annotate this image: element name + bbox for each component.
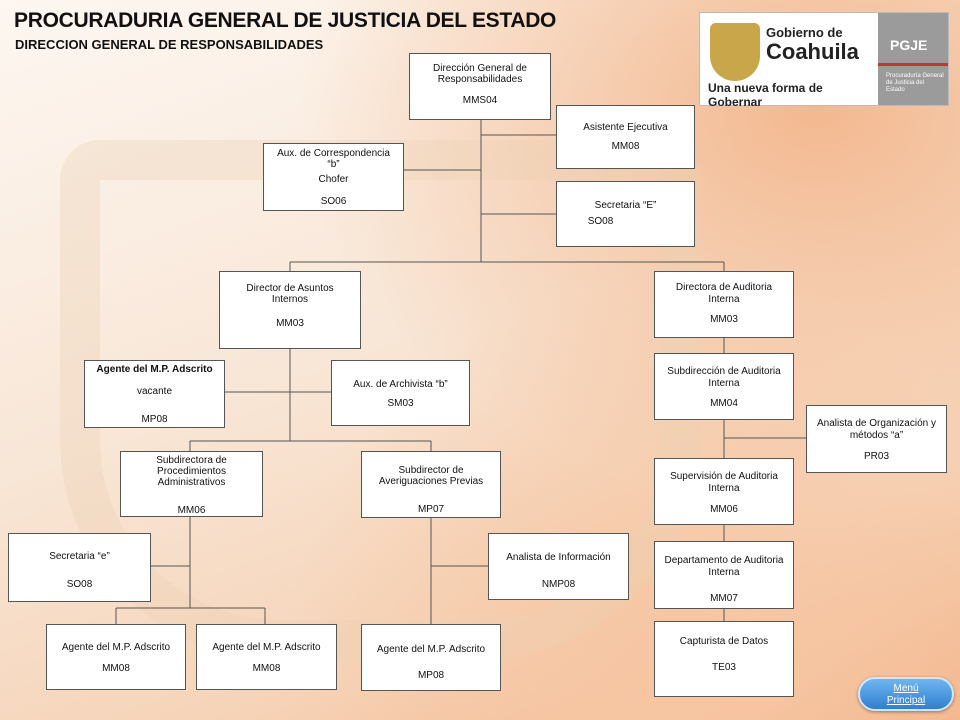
box-code: MM06	[710, 504, 738, 515]
box-label: Asistente Ejecutiva	[583, 122, 668, 133]
box-code: MMS04	[462, 95, 498, 106]
box-label: Supervisión de Auditoria	[670, 471, 778, 482]
box-label: Agente del M.P. Adscrito	[96, 364, 213, 375]
logo-slogan: Una nueva forma de Gobernar	[708, 81, 823, 109]
menu-principal-button[interactable]: Menú Principal	[858, 677, 954, 711]
box-agente-mp-vacante: Agente del M.P. Adscrito vacante MP08	[84, 360, 225, 428]
box-code: MP08	[417, 670, 445, 681]
menu-button-label: Principal	[886, 695, 926, 706]
pgje-logo: PGJE Procuraduría General de Justicia de…	[878, 13, 948, 105]
box-label: Administrativos	[157, 477, 226, 488]
box-label: Secretaria “E”	[594, 200, 657, 211]
box-label: Interna	[708, 294, 740, 305]
box-label: “b”	[327, 159, 340, 170]
box-label: Analista de Información	[506, 552, 611, 563]
box-code: MM07	[710, 593, 738, 604]
box-supervision-auditoria: Supervisión de Auditoria Interna MM06	[654, 458, 794, 525]
box-analista-organizacion: Analista de Organización y métodos “a” P…	[806, 405, 947, 473]
page-title: PROCURADURIA GENERAL DE JUSTICIA DEL EST…	[14, 9, 557, 32]
box-label: vacante	[136, 386, 173, 397]
box-code: MM08	[102, 663, 130, 674]
box-label: Subdirector de	[398, 465, 464, 476]
box-label: Secretaria “e”	[49, 551, 110, 562]
box-subdirectora-procedimientos: Subdirectora de Procedimientos Administr…	[120, 451, 263, 517]
pgje-label: PGJE	[890, 37, 928, 53]
box-code: SO06	[320, 196, 347, 207]
box-label: Interna	[708, 567, 740, 578]
box-label: Procedimientos	[157, 466, 226, 477]
menu-button-label: Menú	[893, 683, 919, 694]
box-label: Capturista de Datos	[679, 636, 769, 647]
box-asistente-ejecutiva: Asistente Ejecutiva MM08	[556, 105, 695, 169]
box-label: Interna	[708, 378, 740, 389]
box-subdireccion-auditoria: Subdirección de Auditoria Interna MM04	[654, 353, 794, 420]
box-aux-correspondencia: Aux. de Correspondencia “b” Chofer SO06	[263, 143, 404, 211]
box-label: Chofer	[318, 174, 349, 185]
logo-gov-label: Gobierno de	[766, 25, 843, 40]
box-code: TE03	[712, 662, 736, 673]
box-label: Aux. de Correspondencia	[277, 148, 390, 159]
box-subdirector-averiguaciones: Subdirector de Averiguaciones Previas MP…	[361, 451, 501, 518]
box-label: Internos	[271, 294, 309, 305]
box-label: Interna	[708, 483, 740, 494]
box-code: SM03	[387, 398, 414, 409]
box-code: PR03	[863, 451, 889, 462]
box-label: Agente del M.P. Adscrito	[61, 642, 171, 653]
box-label: Director de Asuntos	[246, 283, 334, 294]
box-agente-mp-3: Agente del M.P. Adscrito MP08	[361, 624, 501, 691]
box-code: MM08	[252, 663, 281, 674]
box-label: métodos “a”	[849, 430, 904, 441]
pgje-sub-label: Procuraduría General de Justicia del Est…	[886, 73, 944, 93]
box-capturista-datos: Capturista de Datos TE03	[654, 621, 794, 697]
government-logo: Gobierno de Coahuila Una nueva forma de …	[699, 12, 949, 109]
box-directora-auditoria-interna: Directora de Auditoria Interna MM03	[654, 271, 794, 338]
box-code: MM03	[710, 314, 738, 325]
box-label: Directora de Auditoria	[675, 282, 773, 293]
box-code: SO08	[587, 216, 614, 227]
box-secretaria-e: Secretaria “E” SO08	[556, 181, 695, 247]
box-analista-informacion: Analista de Información NMP08	[488, 533, 629, 600]
box-code: MP07	[417, 504, 445, 515]
box-label: Averiguaciones Previas	[378, 476, 484, 487]
box-label: Analista de Organización y	[817, 418, 936, 429]
box-code: MP08	[141, 414, 168, 425]
box-code: MM04	[710, 398, 738, 409]
box-label: Responsabilidades	[437, 74, 523, 85]
box-direccion-general: Dirección General de Responsabilidades M…	[409, 53, 551, 120]
box-code: MM08	[611, 141, 640, 152]
box-secretaria-e2: Secretaria “e” SO08	[8, 533, 151, 602]
box-label: Subdirección de Auditoria	[667, 366, 781, 377]
box-code: MM06	[177, 505, 206, 516]
page-subtitle: DIRECCION GENERAL DE RESPONSABILIDADES	[15, 37, 324, 52]
box-label: Aux. de Archivista “b”	[353, 379, 448, 390]
box-agente-mp-2: Agente del M.P. Adscrito MM08	[196, 624, 337, 690]
box-label: Agente del M.P. Adscrito	[376, 644, 486, 655]
box-agente-mp-1: Agente del M.P. Adscrito MM08	[46, 624, 186, 690]
logo-state-label: Coahuila	[766, 39, 859, 64]
coahuila-logo: Gobierno de Coahuila Una nueva forma de …	[700, 13, 878, 109]
box-aux-archivista: Aux. de Archivista “b” SM03	[331, 360, 470, 426]
logo-divider	[878, 63, 948, 66]
state-seal-icon	[710, 23, 760, 81]
box-code: MM03	[276, 318, 304, 329]
box-code: NMP08	[541, 579, 576, 590]
box-code: SO08	[66, 579, 93, 590]
box-label: Departamento de Auditoria	[664, 555, 784, 566]
box-label: Agente del M.P. Adscrito	[212, 642, 321, 653]
box-director-asuntos-internos: Director de Asuntos Internos MM03	[219, 271, 361, 349]
box-departamento-auditoria: Departamento de Auditoria Interna MM07	[654, 541, 794, 609]
box-label: Subdirectora de	[156, 455, 227, 466]
box-label: Dirección General de	[433, 63, 527, 74]
